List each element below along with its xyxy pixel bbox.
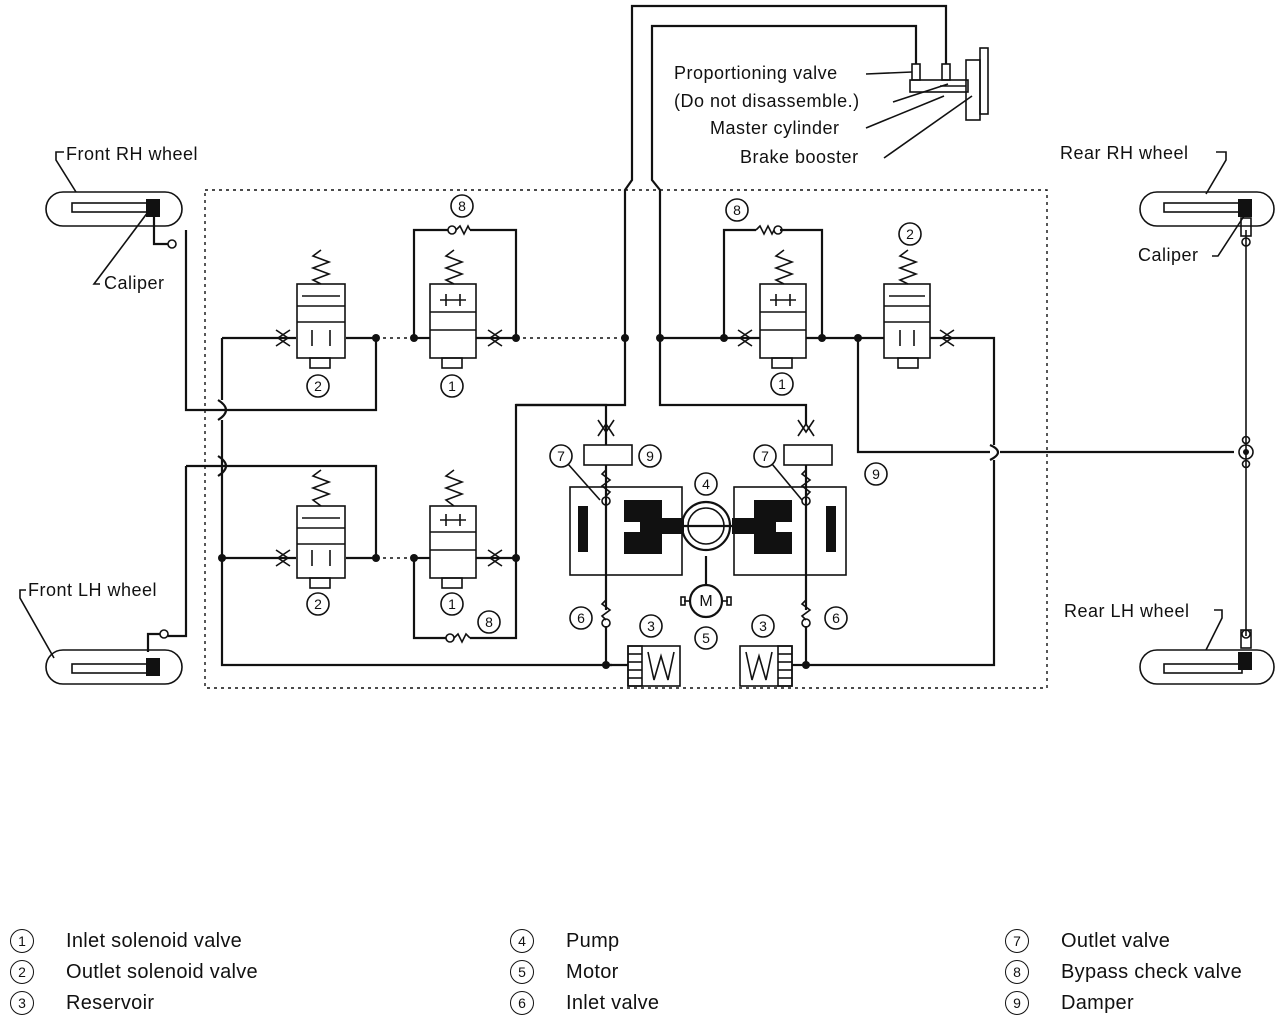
callout-8a: 8 (458, 198, 466, 214)
motor-symbol: M (680, 583, 732, 619)
master-cylinder-label: Master cylinder (710, 118, 840, 138)
caliper-rear-label: Caliper (1138, 245, 1199, 265)
legend-num: 9 (1005, 991, 1029, 1015)
legend-text: Damper (1061, 992, 1134, 1014)
pump-right (732, 486, 847, 576)
legend-text: Inlet valve (566, 992, 660, 1014)
callout-7b: 7 (761, 448, 769, 464)
pump-shaft (687, 507, 725, 545)
legend-num: 3 (10, 991, 34, 1015)
legend-num: 6 (510, 991, 534, 1015)
legend-text: Reservoir (66, 992, 155, 1014)
outlet-solenoid-valve-front-lh (296, 469, 346, 589)
reservoir-right (739, 645, 793, 687)
bypass-check-valves (445, 224, 783, 644)
callout-2a: 2 (314, 378, 322, 394)
pump-left (569, 486, 684, 576)
rear-lh-wheel (1139, 649, 1275, 685)
outlet-solenoid-valve-rear (883, 249, 931, 369)
abs-hydraulic-diagram: Proportioning valve (Do not disassemble.… (19, 4, 1275, 689)
callout-9a: 9 (646, 448, 654, 464)
legend-text: Inlet solenoid valve (66, 930, 243, 952)
callout-8b: 8 (485, 614, 493, 630)
inlet-solenoid-valve-front-lh (429, 469, 477, 589)
legend-text: Motor (566, 961, 619, 983)
reservoir-left (627, 645, 681, 687)
rear-lh-wheel-label: Rear LH wheel (1064, 601, 1190, 621)
callout-8c: 8 (733, 202, 741, 218)
callouts: 2 1 8 2 1 8 8 2 1 7 9 4 7 9 6 3 5 3 6 (306, 194, 922, 650)
legend-num: 5 (510, 960, 534, 984)
rear-rh-wheel (1139, 191, 1275, 227)
outlet-solenoid-valve-front-rh (296, 249, 346, 369)
front-rh-wheel-label: Front RH wheel (66, 144, 198, 164)
front-lh-wheel-label: Front LH wheel (28, 580, 157, 600)
legend-text: Outlet valve (1061, 930, 1171, 952)
legend-num: 8 (1005, 960, 1029, 984)
damper-right (783, 444, 833, 466)
callout-6a: 6 (577, 610, 585, 626)
inlet-solenoid-valve-front-rh (429, 249, 477, 369)
pump-eccentric (680, 500, 732, 552)
callout-6b: 6 (832, 610, 840, 626)
callout-3b: 3 (759, 618, 767, 634)
motor-letter: M (699, 593, 712, 610)
legend-num: 2 (10, 960, 34, 984)
do-not-disassemble-label: (Do not disassemble.) (674, 91, 860, 111)
brake-booster-label: Brake booster (740, 147, 859, 167)
legend-text: Bypass check valve (1061, 961, 1243, 983)
callout-1c: 1 (778, 376, 786, 392)
callout-4: 4 (702, 476, 710, 492)
callout-3a: 3 (647, 618, 655, 634)
junction-dots (218, 334, 862, 669)
inlet-solenoid-valve-rear (759, 249, 807, 369)
front-lh-wheel (45, 649, 183, 685)
legend-num: 7 (1005, 929, 1029, 953)
callout-2b: 2 (314, 596, 322, 612)
callout-1a: 1 (448, 378, 456, 394)
orifices (275, 329, 955, 567)
callout-5: 5 (702, 630, 710, 646)
callout-7a: 7 (557, 448, 565, 464)
caliper-front-label: Caliper (104, 273, 165, 293)
damper-left (583, 444, 633, 466)
callout-2c: 2 (906, 226, 914, 242)
front-rh-wheel (45, 191, 183, 227)
legend-text: Outlet solenoid valve (66, 961, 258, 983)
legend-num: 4 (510, 929, 534, 953)
legend: 1 Inlet solenoid valve 2 Outlet solenoid… (0, 926, 1280, 1022)
proportioning-valve-label: Proportioning valve (674, 63, 838, 83)
callout-1b: 1 (448, 596, 456, 612)
legend-text: Pump (566, 930, 620, 952)
callout-9b: 9 (872, 466, 880, 482)
legend-num: 1 (10, 929, 34, 953)
rear-rh-wheel-label: Rear RH wheel (1060, 143, 1189, 163)
master-cylinder-assembly (909, 47, 989, 121)
